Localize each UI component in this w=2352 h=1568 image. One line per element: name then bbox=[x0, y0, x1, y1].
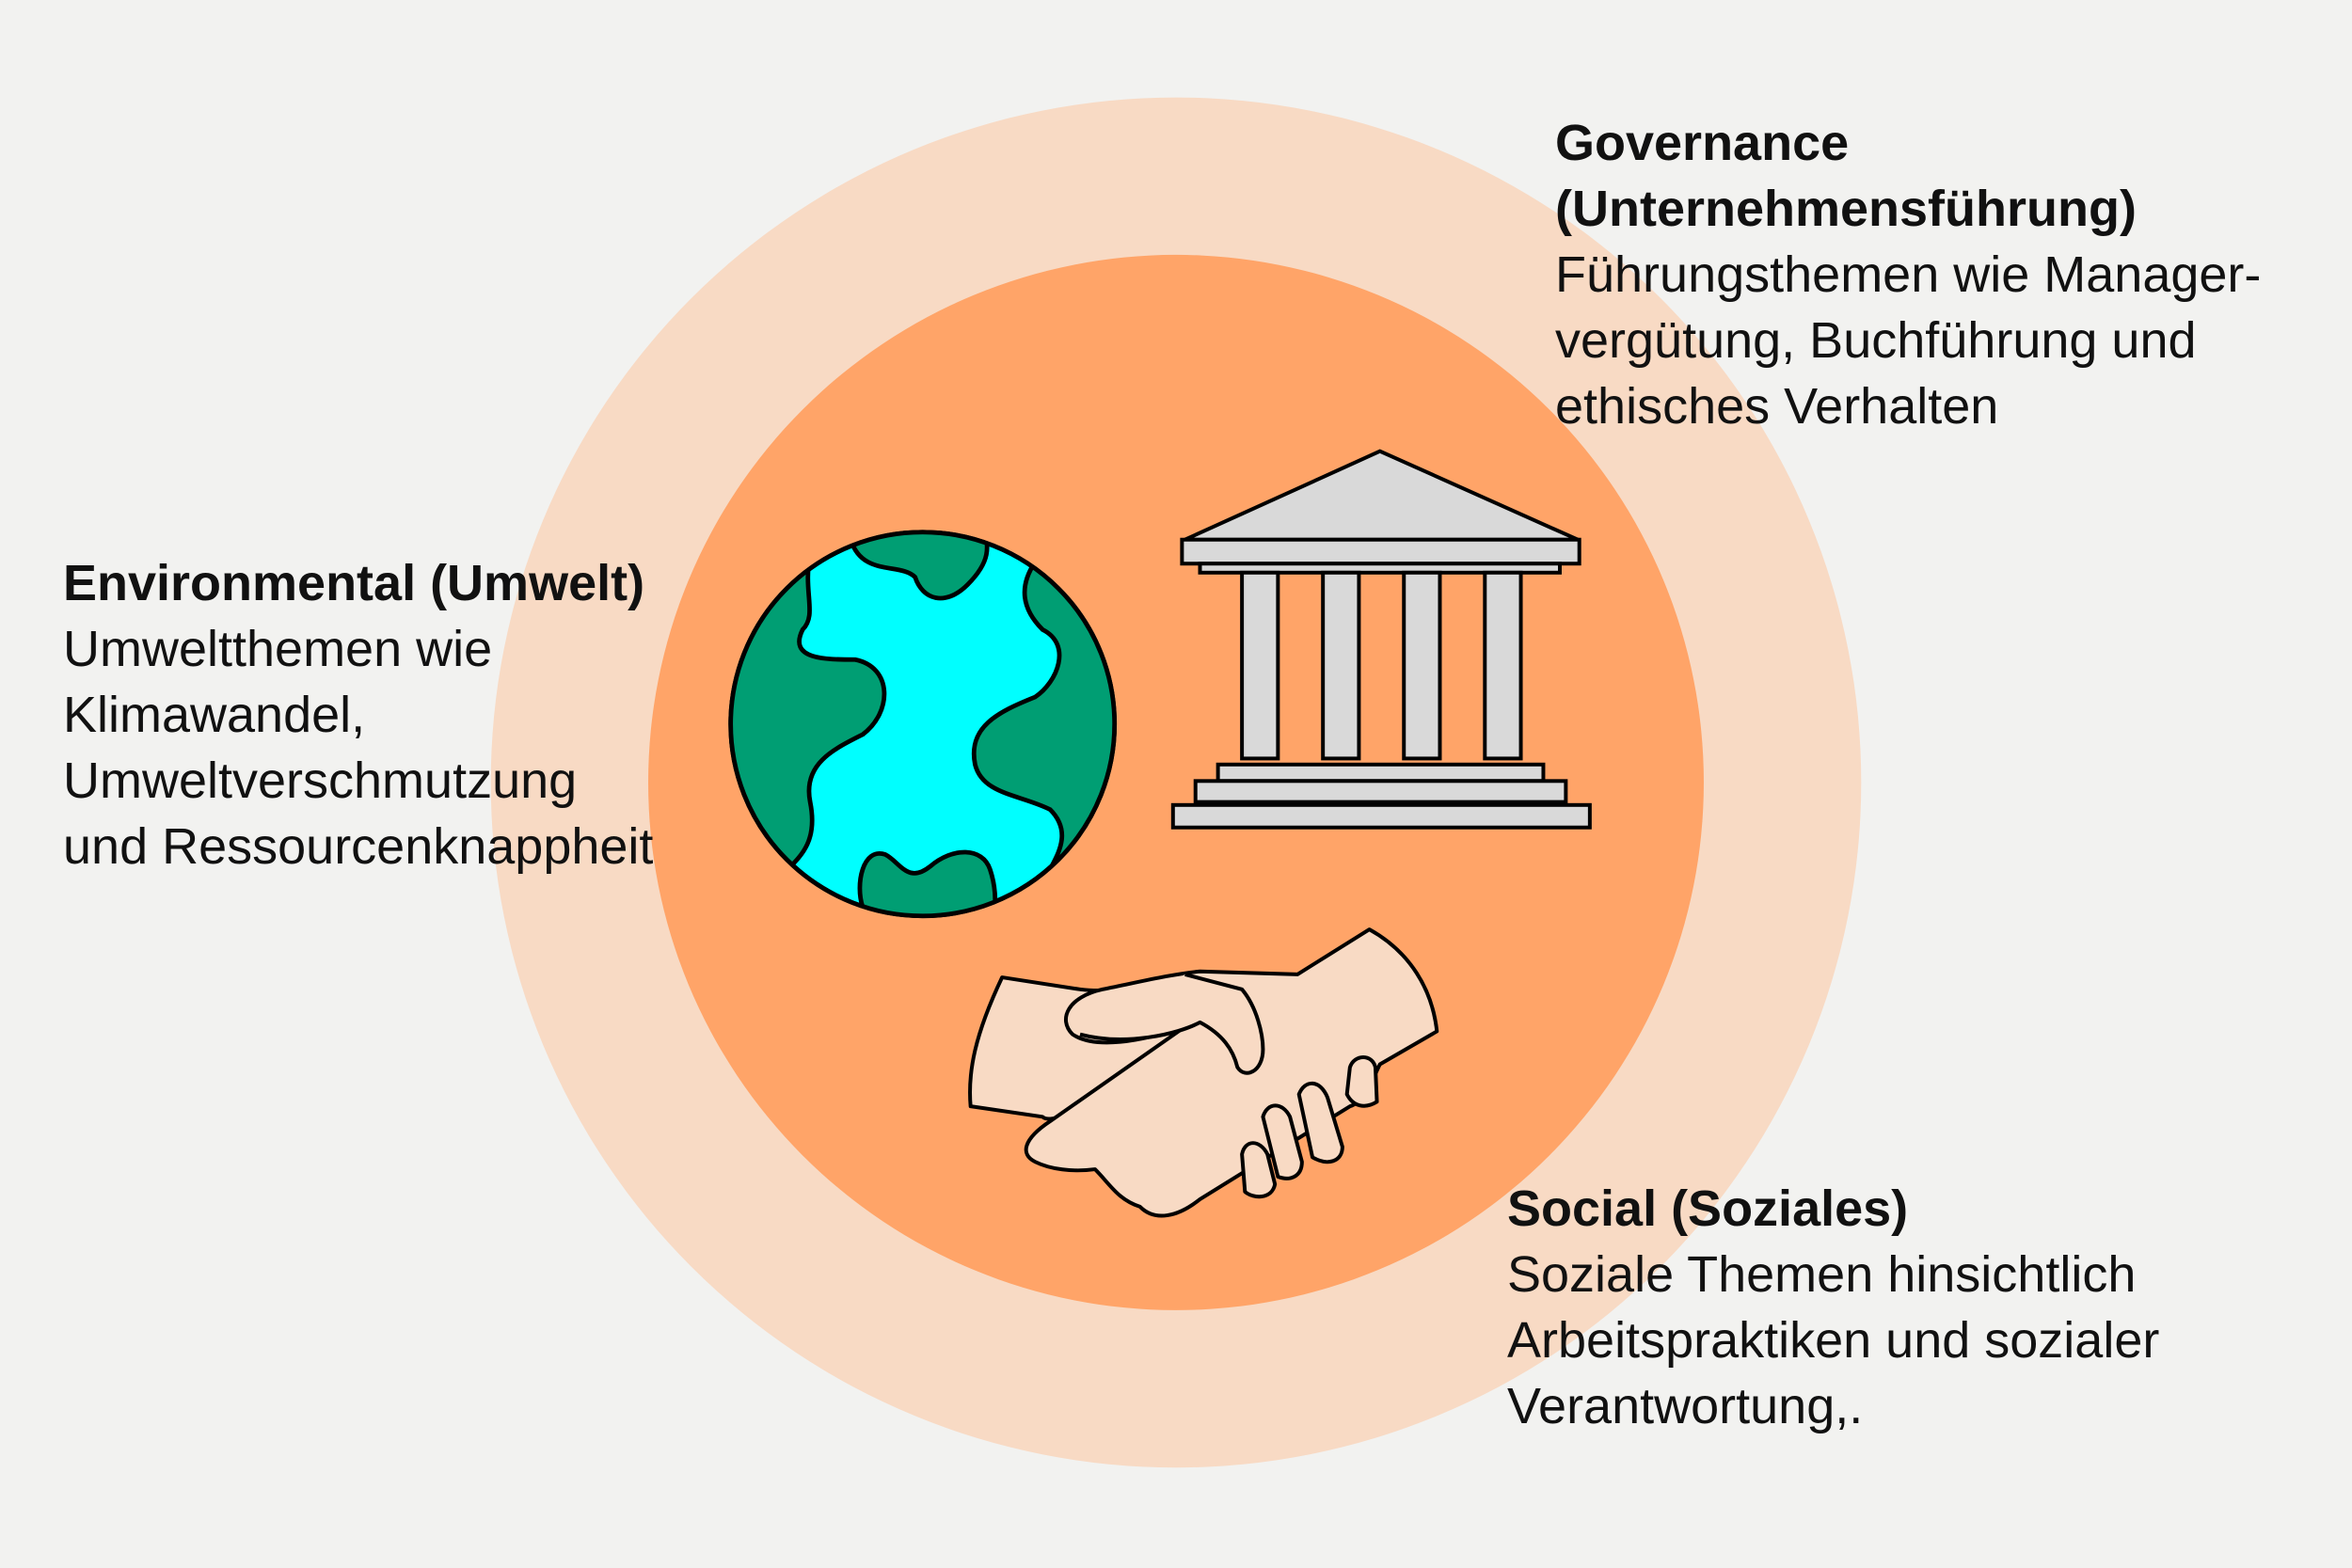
social-section: Social (Soziales) Soziale Themen hinsich… bbox=[1507, 1176, 2159, 1439]
governance-section: Governance (Unternehmensführung) Führung… bbox=[1555, 110, 2261, 439]
social-title: Social (Soziales) bbox=[1507, 1180, 1909, 1237]
environmental-title: Environmental (Umwelt) bbox=[63, 555, 645, 611]
building-icon bbox=[1170, 449, 1592, 830]
governance-title: Governance (Unternehmensführung) bbox=[1555, 115, 2137, 237]
environmental-description: Umweltthemen wie Klimawandel, Umweltvers… bbox=[63, 621, 654, 875]
handshake-icon bbox=[968, 927, 1439, 1218]
social-description: Soziale Themen hinsichtlich Arbeitsprakt… bbox=[1507, 1246, 2160, 1434]
environmental-section: Environmental (Umwelt) Umweltthemen wie … bbox=[63, 550, 653, 879]
governance-description: Führungsthemen wie Manager- vergütung, B… bbox=[1555, 246, 2262, 435]
